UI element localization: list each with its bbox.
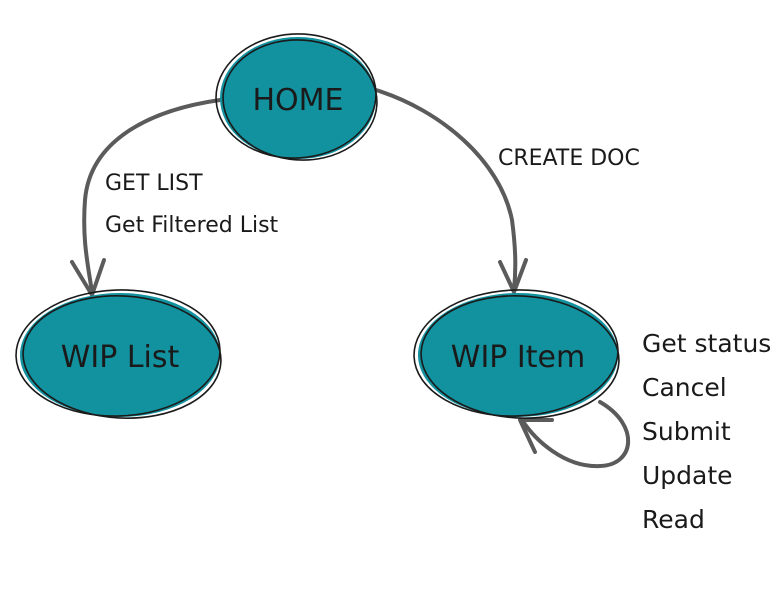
edge-label-get-list: GET LIST bbox=[105, 171, 203, 196]
node-wip-item-fill bbox=[418, 293, 618, 417]
node-wip-list[interactable]: WIP List bbox=[14, 286, 224, 423]
node-wip-list-fill bbox=[20, 293, 220, 417]
node-wip-item[interactable]: WIP Item bbox=[412, 286, 622, 423]
loop-label-update: Update bbox=[642, 461, 733, 490]
edge-wip-item-self-loop bbox=[518, 400, 631, 469]
arrowhead-icon bbox=[518, 418, 554, 454]
edge-label-wip-item-self-loop: Get status Cancel Submit Update Read bbox=[642, 329, 771, 534]
edge-home-to-wip-list bbox=[70, 98, 222, 297]
node-wip-item-outline-2 bbox=[420, 295, 620, 419]
edge-label-home-to-wip-list: GET LIST Get Filtered List bbox=[105, 171, 279, 238]
node-home-outline-2 bbox=[222, 39, 378, 161]
loop-label-cancel: Cancel bbox=[642, 373, 727, 402]
edge-home-to-wip-item bbox=[374, 88, 528, 294]
node-wip-item-label: WIP Item bbox=[451, 340, 585, 375]
arrowhead-icon bbox=[498, 258, 528, 294]
node-wip-list-label: WIP List bbox=[61, 340, 180, 375]
loop-label-read: Read bbox=[642, 505, 705, 534]
edge-label-get-filtered-list: Get Filtered List bbox=[105, 213, 279, 238]
node-wip-list-outline-2 bbox=[22, 295, 222, 419]
loop-label-get-status: Get status bbox=[642, 329, 771, 358]
node-home-label: HOME bbox=[252, 83, 343, 118]
arrowhead-icon bbox=[70, 258, 106, 297]
edge-label-create-doc: CREATE DOC bbox=[498, 146, 640, 171]
node-home-fill bbox=[220, 37, 376, 159]
loop-label-submit: Submit bbox=[642, 417, 731, 446]
node-home[interactable]: HOME bbox=[213, 30, 381, 165]
